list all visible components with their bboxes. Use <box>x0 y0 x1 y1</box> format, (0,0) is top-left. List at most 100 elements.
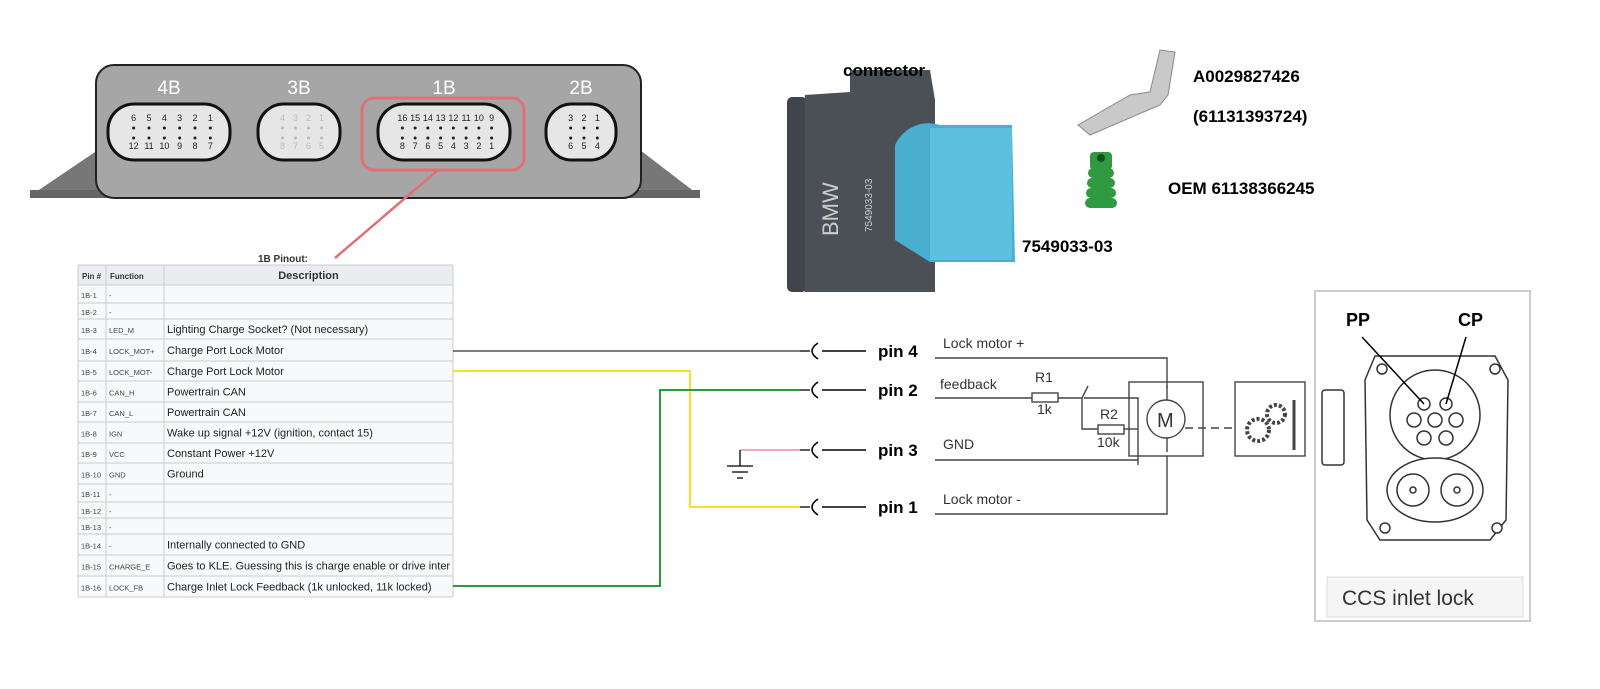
pin-dot <box>569 126 573 130</box>
connector-pin-number: 6 <box>131 113 136 123</box>
table-header-cell: Pin # <box>82 272 102 281</box>
description-cell: Lighting Charge Socket? (Not necessary) <box>167 324 368 336</box>
connector-pin-number: 8 <box>192 141 197 151</box>
pin-label: pin 1 <box>878 498 918 517</box>
pin-cell: 1B-6 <box>81 389 97 398</box>
pin-dot <box>451 126 455 130</box>
function-cell: IGN <box>109 430 122 439</box>
pin-dot <box>178 126 182 130</box>
pin-dot <box>208 126 212 130</box>
table-row <box>78 534 453 555</box>
table-row <box>78 555 453 576</box>
table-row <box>78 381 453 402</box>
connector-pin-number: 6 <box>425 141 430 151</box>
connector-pin-number: 4 <box>595 141 600 151</box>
pin-cell: 1B-3 <box>81 326 97 335</box>
table-row <box>78 319 453 339</box>
pin-cell: 1B-11 <box>81 490 100 499</box>
pin-dot <box>294 136 297 140</box>
label-r2-value: 10k <box>1097 434 1121 450</box>
connector-pin-number: 3 <box>464 141 469 151</box>
gearbox-box <box>1234 381 1306 457</box>
ccs-inlet <box>1314 290 1531 622</box>
pin-dot <box>595 136 599 140</box>
pin-dot <box>439 136 443 140</box>
pin-dot <box>595 126 599 130</box>
connector-pin-number: 5 <box>581 141 586 151</box>
connector-pin-number: 1 <box>208 113 213 123</box>
table-row <box>78 502 453 518</box>
table-header-cell: Function <box>110 272 144 281</box>
connector-part-number: 7549033-03 <box>1022 237 1113 256</box>
wire-pin1 <box>453 370 800 508</box>
label-motor: M <box>1157 410 1174 432</box>
connector-pin-number: 5 <box>438 141 443 151</box>
pin-cell: 1B-8 <box>81 430 97 439</box>
seal-part-number: OEM 61138366245 <box>1168 179 1315 198</box>
pin-dot <box>132 136 136 140</box>
schematic <box>935 357 1306 515</box>
r2-resistor <box>1097 424 1125 435</box>
connector-socket-icon <box>811 498 819 516</box>
connector-pin-number: 2 <box>192 113 197 123</box>
pin-dot <box>178 136 182 140</box>
pin-dot <box>490 126 494 130</box>
table-row <box>78 422 453 443</box>
connector-pin-number: 3 <box>568 113 573 123</box>
pin-dot <box>569 136 573 140</box>
pin-dot <box>281 126 284 130</box>
function-cell: GND <box>109 471 126 480</box>
pin-dot <box>490 136 494 140</box>
connector-pin-number: 8 <box>400 141 405 151</box>
caption-box <box>1326 576 1524 618</box>
table-row <box>78 443 453 463</box>
description-cell: Ground <box>167 469 204 481</box>
connector-pin-number: 14 <box>423 113 433 123</box>
pin-cell: 1B-5 <box>81 368 97 377</box>
terminal-part-number: A0029827426 <box>1193 67 1300 86</box>
pin-cell: 1B-14 <box>81 542 101 551</box>
pin-dot <box>400 126 404 130</box>
pin-dot <box>582 126 586 130</box>
connector-photo: BMW 7549033-03 <box>787 70 1015 292</box>
label-gnd: GND <box>943 436 974 452</box>
pin-dot <box>582 136 586 140</box>
connector-pin-number: 10 <box>474 113 484 123</box>
pin-dot <box>193 136 197 140</box>
pin-dot <box>464 136 468 140</box>
description-cell: Constant Power +12V <box>167 448 275 460</box>
description-cell: Charge Port Lock Motor <box>167 345 284 357</box>
connector-pin-number: 9 <box>489 113 494 123</box>
pin-dot <box>320 126 323 130</box>
pin-dot <box>426 136 430 140</box>
function-cell: - <box>109 507 112 516</box>
pin-dot <box>477 126 481 130</box>
lock-motor-plus-line <box>935 357 1168 388</box>
pin-label: pin 4 <box>878 342 918 361</box>
pin-label: pin 2 <box>878 381 918 400</box>
label-lock-motor-plus: Lock motor + <box>943 335 1024 351</box>
connector-pin-number: 8 <box>280 141 285 151</box>
label-r1: R1 <box>1035 369 1053 385</box>
function-cell: - <box>109 308 112 317</box>
table-row <box>78 518 453 534</box>
pin-dot <box>400 136 404 140</box>
connector-1b <box>376 102 512 162</box>
pin-dot <box>132 126 136 130</box>
table-header-cell: Description <box>278 270 339 282</box>
table-header <box>78 265 453 285</box>
connector-pin-number: 10 <box>159 141 169 151</box>
connector-4b <box>106 102 232 162</box>
connector-label-3b: 3B <box>287 78 310 99</box>
connector-pin-number: 4 <box>162 113 167 123</box>
connector-molded-part: 7549033-03 <box>864 178 875 232</box>
pin-dot <box>294 126 297 130</box>
pin-dot <box>208 136 212 140</box>
function-cell: - <box>109 523 112 532</box>
pin-dot <box>147 126 151 130</box>
pin-dot <box>162 126 166 130</box>
module-left-flange <box>30 150 98 196</box>
motor-box <box>1128 381 1204 457</box>
connector-label-2b: 2B <box>569 78 592 99</box>
